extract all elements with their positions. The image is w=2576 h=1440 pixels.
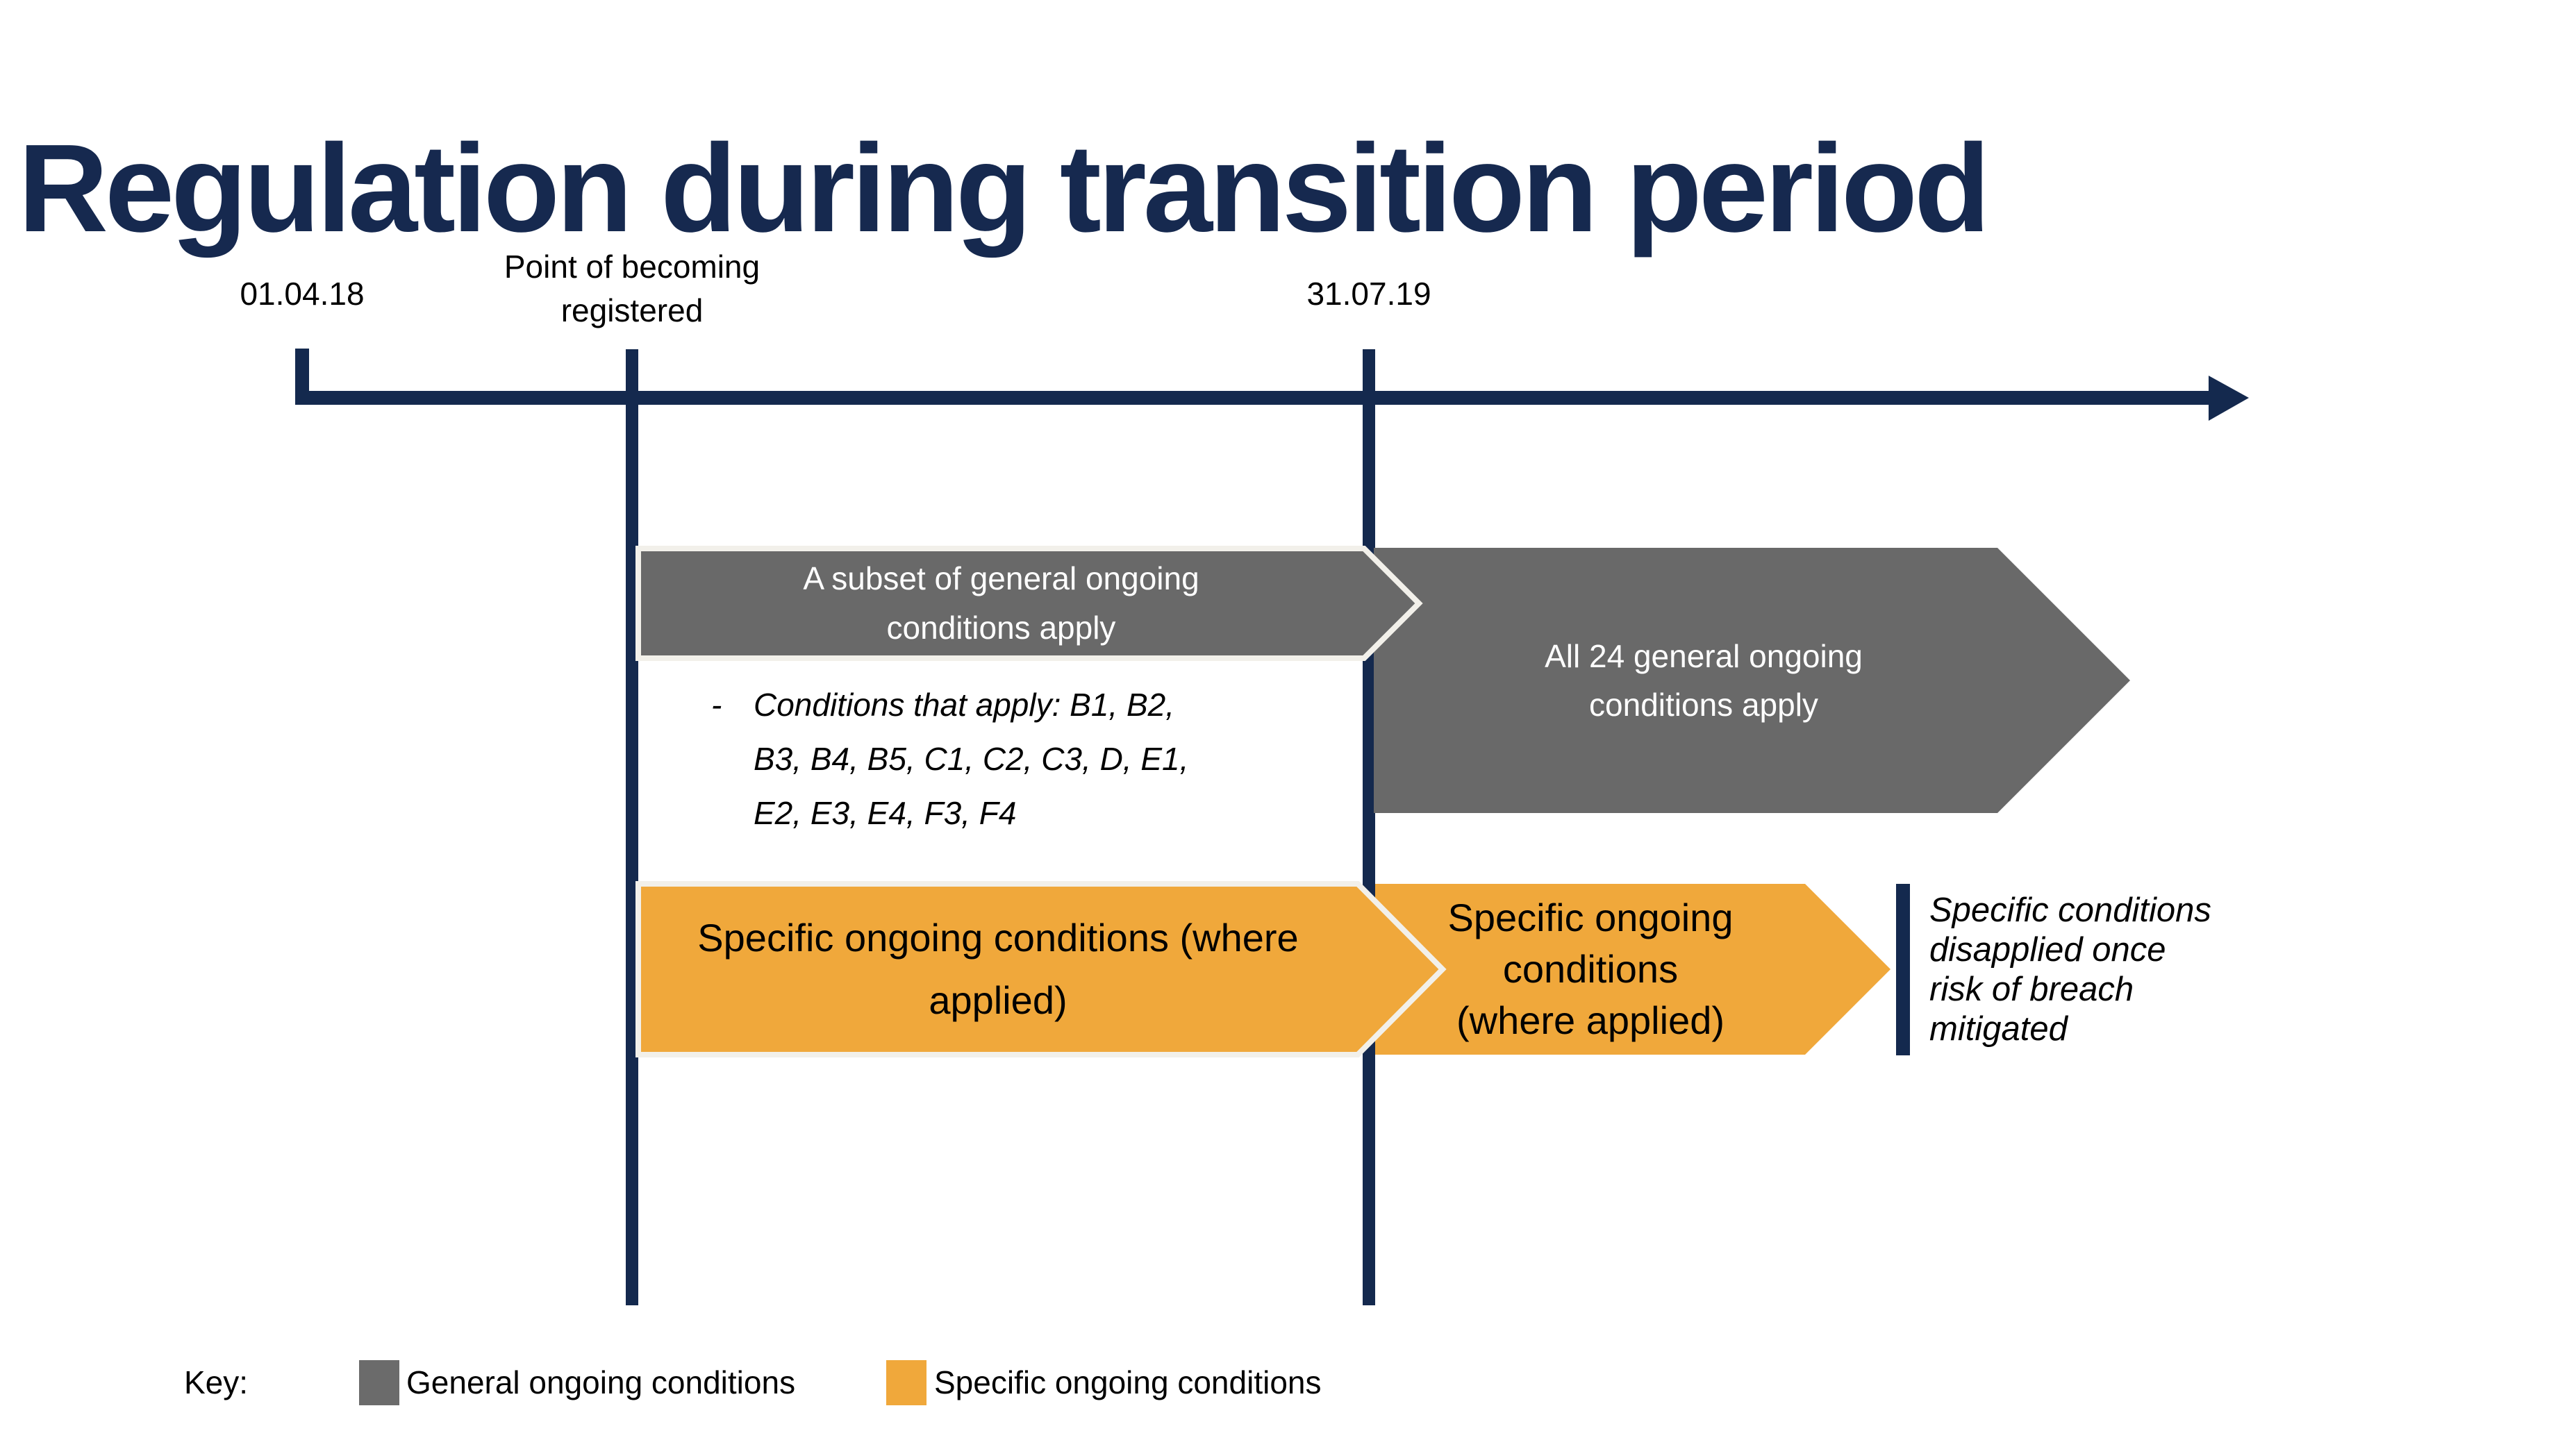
arrow-specific-conditions-after xyxy=(1375,884,1891,1055)
arrow-subset-general-label: A subset of general ongoing conditions a… xyxy=(803,560,1199,646)
timeline-date-start: 01.04.18 xyxy=(240,276,365,312)
arrow-specific-after-label: Specific ongoing conditions (where appli… xyxy=(1447,896,1734,1042)
timeline-axis xyxy=(295,391,2219,405)
key-swatch-specific-conditions xyxy=(886,1360,926,1405)
key-item-specific-conditions: Specific ongoing conditions xyxy=(934,1364,1322,1400)
arrow-all-general-conditions xyxy=(1374,548,2130,813)
disapplied-terminator-bar xyxy=(1896,884,1910,1055)
arrow-specific-before-label: Specific ongoing conditions (where appli… xyxy=(697,916,1299,1022)
page-title: Regulation during transition period xyxy=(18,118,1991,258)
timeline-label-registration: Point of becoming registered xyxy=(504,249,761,328)
key-item-general-conditions: General ongoing conditions xyxy=(406,1364,796,1400)
conditions-that-apply-note: Conditions that apply: B1, B2, B3, B4, B… xyxy=(754,687,1189,831)
disapplied-side-note: Specific conditions disapplied once risk… xyxy=(1929,891,2211,1048)
tick-start-date xyxy=(295,349,309,405)
timeline-arrowhead-icon xyxy=(2209,376,2249,421)
bullet-dash: - xyxy=(711,687,722,723)
line-registration xyxy=(626,349,638,1305)
arrow-specific-conditions-before xyxy=(635,881,1447,1057)
arrow-subset-general-conditions xyxy=(635,546,1423,661)
key-label: Key: xyxy=(184,1364,249,1400)
line-mid-date xyxy=(1363,349,1375,1305)
arrow-all-general-label: All 24 general ongoing conditions apply xyxy=(1545,638,1863,723)
timeline-date-mid: 31.07.19 xyxy=(1306,276,1431,312)
key-swatch-general-conditions xyxy=(359,1360,399,1405)
